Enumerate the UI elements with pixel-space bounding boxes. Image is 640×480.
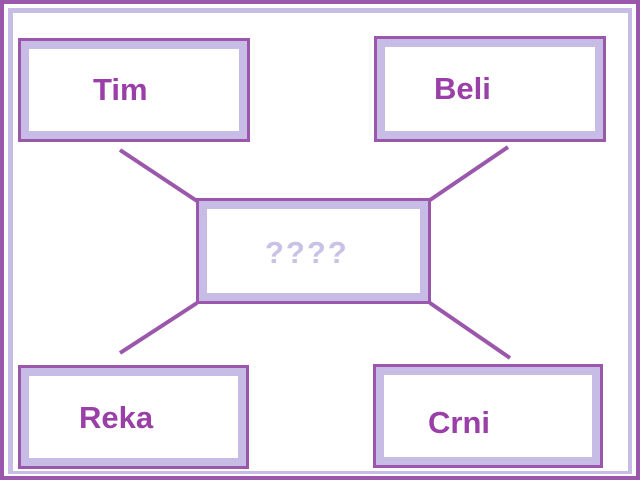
- node-label-crni: Crni: [428, 405, 490, 440]
- connector-top-left: [118, 148, 202, 205]
- node-label-reka: Reka: [79, 400, 154, 435]
- center-box: ????: [196, 198, 431, 304]
- connector-bottom-left: [118, 301, 199, 355]
- inner-frame: [8, 8, 632, 474]
- node-box-beli: Beli: [374, 36, 606, 142]
- center-placeholder-label: ????: [265, 235, 349, 270]
- node-label-beli: Beli: [434, 71, 491, 106]
- connector-bottom-right: [428, 301, 512, 360]
- connector-top-right: [428, 145, 510, 202]
- node-box-reka: Reka: [18, 365, 249, 469]
- node-box-crni: Crni: [373, 364, 603, 468]
- node-box-tim: Tim: [18, 38, 250, 142]
- node-label-tim: Tim: [93, 72, 148, 107]
